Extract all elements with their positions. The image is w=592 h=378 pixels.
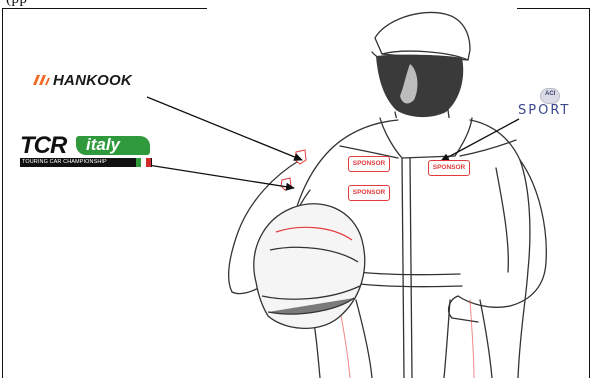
aci-sport-logo: ACI SPORT (518, 88, 590, 120)
arm-patch (281, 178, 291, 190)
helmet (254, 204, 365, 329)
arrow-hankook-to-shoulder (147, 97, 302, 160)
tcr-subtitle: TOURING CAR CHAMPIONSHIP (22, 158, 107, 167)
tcr-letters: TCR (20, 134, 66, 158)
driver-face-shadow (376, 55, 463, 117)
italian-flag-icon (136, 158, 151, 167)
sponsor-patch-chest-left-lower: SPONSOR (348, 185, 390, 201)
arrow-tcr-to-arm (148, 165, 294, 188)
hankook-wordmark: HANKOOK (53, 72, 132, 89)
sponsor-patch-chest-right: SPONSOR (428, 160, 470, 176)
aci-badge-text: ACI (545, 91, 555, 97)
tcr-italy-word: italy (86, 135, 120, 155)
shoulder-patch (295, 150, 306, 164)
hankook-logo: HANKOOK (31, 69, 132, 91)
flag-stripe-red (146, 158, 151, 167)
sponsor-patch-chest-left: SPONSOR (348, 156, 390, 172)
tcr-italy-logo: TCR italy TOURING CAR CHAMPIONSHIP (20, 134, 152, 168)
hankook-mark-icon (31, 73, 51, 87)
aci-sport-wordmark: SPORT (518, 103, 570, 118)
